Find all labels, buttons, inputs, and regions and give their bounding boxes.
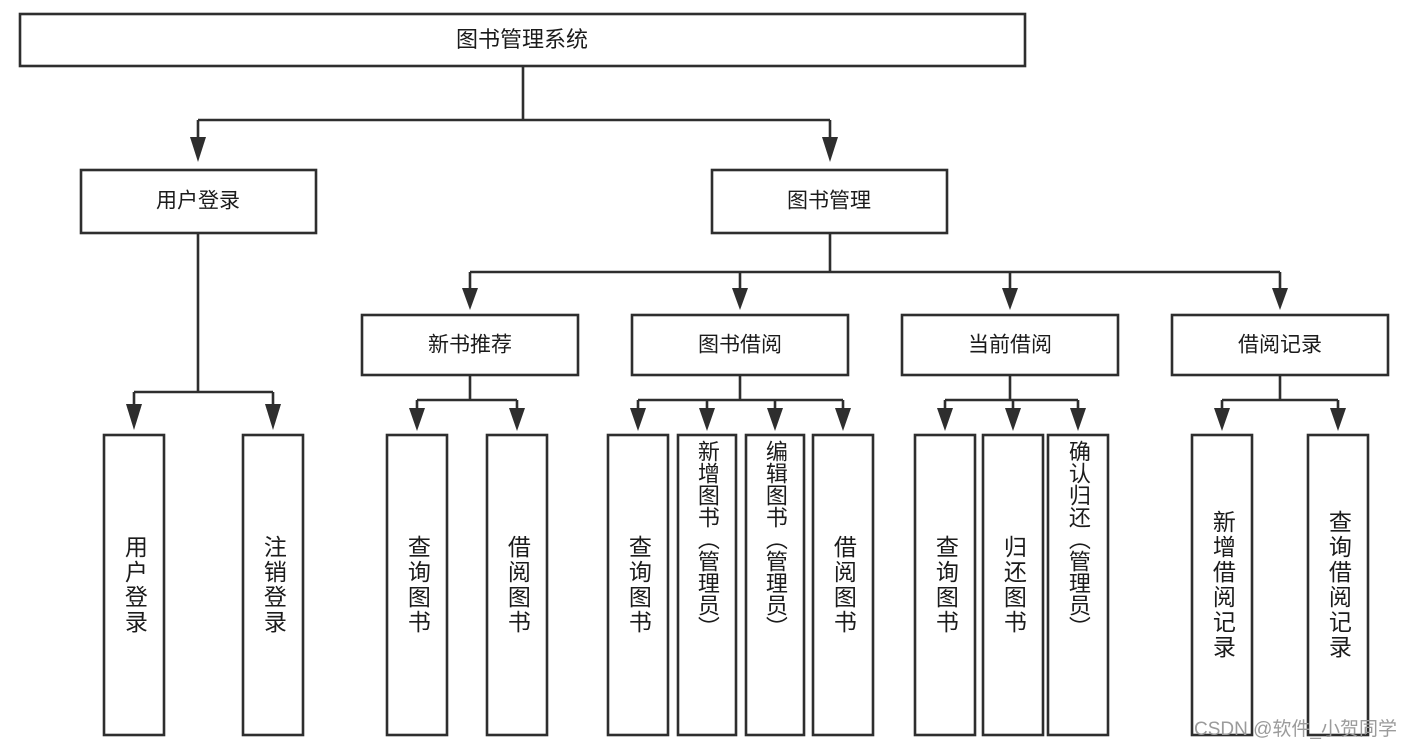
arrow-leaf-add-book-admin [699, 408, 715, 431]
node-user-login[interactable]: 用户登录 [79, 168, 318, 235]
leaf-box-query-book-borrow[interactable] [606, 433, 670, 737]
leaf-boxes [102, 433, 1370, 737]
leaf-box-borrow-book[interactable] [811, 433, 875, 737]
arrow-leaf-query-book-rec [409, 408, 425, 431]
node-book-manage-box[interactable] [710, 168, 949, 235]
node-root-label: 图书管理系统 [456, 27, 588, 52]
leaf-box-return-book[interactable] [981, 433, 1045, 737]
node-user-login-box[interactable] [79, 168, 318, 235]
arrow-leaf-logout [265, 404, 281, 430]
node-root[interactable]: 图书管理系统 [18, 12, 1027, 68]
arrow-to-borrow-record [1272, 288, 1288, 310]
arrow-leaf-return-book [1005, 408, 1021, 431]
connector-group-book-manage-to-level3 [462, 233, 1288, 310]
node-current-borrow-box[interactable] [900, 313, 1120, 377]
leaf-box-logout[interactable] [241, 433, 305, 737]
arrow-to-book-manage [822, 137, 838, 162]
connector-group-book-borrow-to-leaves [630, 375, 851, 431]
node-book-borrow[interactable]: 图书借阅 [630, 313, 850, 377]
connector-group-borrow-record-to-leaves [1214, 375, 1346, 431]
arrow-to-new-book-recommend [462, 288, 478, 310]
arrow-leaf-borrow-book [835, 408, 851, 431]
connector-group-current-borrow-to-leaves [937, 375, 1086, 431]
node-book-borrow-box[interactable] [630, 313, 850, 377]
connector-group-user-login-to-leaves [126, 233, 281, 430]
arrow-leaf-confirm-return-admin [1070, 408, 1086, 431]
arrow-leaf-edit-book-admin [767, 408, 783, 431]
leaf-box-user-login[interactable] [102, 433, 166, 737]
arrow-to-user-login [190, 137, 206, 162]
arrow-leaf-add-borrow-record [1214, 408, 1230, 431]
node-current-borrow-label: 当前借阅 [968, 334, 1052, 357]
node-current-borrow[interactable]: 当前借阅 [900, 313, 1120, 377]
arrow-leaf-query-book-current [937, 408, 953, 431]
node-new-book-recommend-box[interactable] [360, 313, 580, 377]
node-borrow-record-label: 借阅记录 [1238, 334, 1322, 357]
leaf-box-confirm-return-admin[interactable] [1046, 433, 1110, 737]
connector-group-new-book-recommend-to-leaves [409, 375, 525, 431]
arrow-leaf-query-book-borrow [630, 408, 646, 431]
leaf-box-query-book-rec[interactable] [385, 433, 449, 737]
leaf-box-borrow-book-rec[interactable] [485, 433, 549, 737]
watermark-text: CSDN @软件_小贺同学 [1194, 719, 1397, 740]
arrow-leaf-user-login [126, 404, 142, 430]
node-new-book-recommend-label: 新书推荐 [428, 334, 512, 357]
node-book-manage[interactable]: 图书管理 [710, 168, 949, 235]
connector-group-root-to-level2 [190, 66, 838, 162]
leaf-box-add-borrow-record[interactable] [1190, 433, 1254, 737]
node-new-book-recommend[interactable]: 新书推荐 [360, 313, 580, 377]
node-book-borrow-label: 图书借阅 [698, 334, 782, 357]
node-user-login-label: 用户登录 [156, 190, 240, 213]
leaf-box-add-book-admin[interactable] [676, 433, 738, 737]
node-borrow-record[interactable]: 借阅记录 [1170, 313, 1390, 377]
node-borrow-record-box[interactable] [1170, 313, 1390, 377]
leaf-box-query-borrow-record[interactable] [1306, 433, 1370, 737]
arrow-to-book-borrow [732, 288, 748, 310]
leaf-box-query-book-current[interactable] [913, 433, 977, 737]
arrow-to-current-borrow [1002, 288, 1018, 310]
arrow-leaf-borrow-book-rec [509, 408, 525, 431]
node-book-manage-label: 图书管理 [787, 190, 871, 213]
arrow-leaf-query-borrow-record [1330, 408, 1346, 431]
node-root-box[interactable] [18, 12, 1027, 68]
leaf-box-edit-book-admin[interactable] [744, 433, 806, 737]
